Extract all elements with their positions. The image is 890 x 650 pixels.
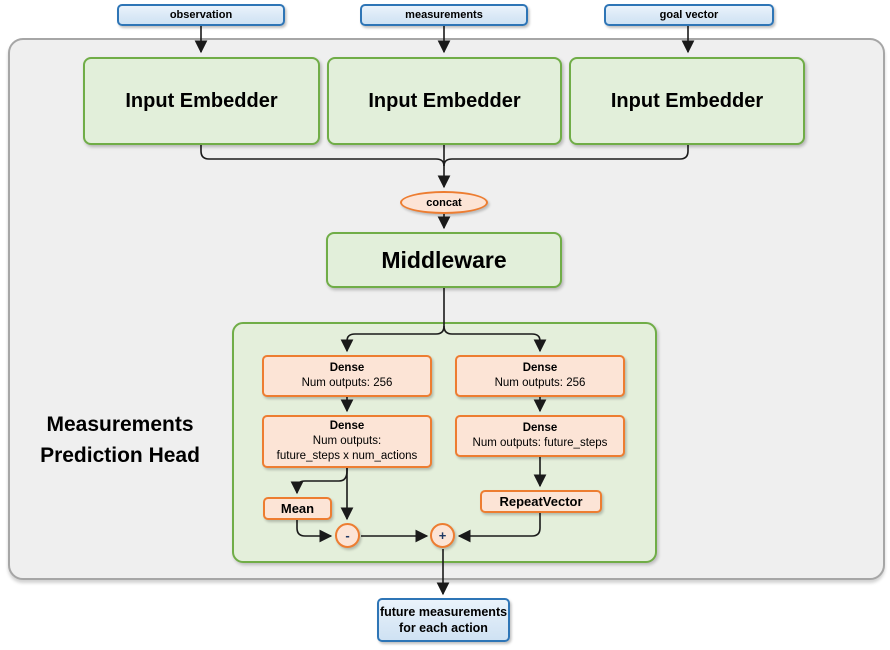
output-node-line2: for each action bbox=[399, 621, 488, 635]
concat-node: concat bbox=[400, 191, 488, 214]
concat-label: concat bbox=[426, 196, 462, 209]
dense-left-1-title: Dense bbox=[329, 362, 365, 374]
dense-left-1-subtitle: Num outputs: 256 bbox=[301, 377, 393, 389]
prediction-head-title-line2: Prediction Head bbox=[40, 444, 200, 467]
input-embedder-label-3: Input Embedder bbox=[610, 89, 764, 112]
input-node-goal-vector: goal vector bbox=[604, 4, 774, 26]
prediction-head-title-line1: Measurements bbox=[46, 413, 194, 436]
dense-node-right-2: Dense Num outputs: future_steps bbox=[455, 415, 625, 457]
repeat-vector-node: RepeatVector bbox=[480, 490, 602, 513]
dense-left-2-title: Dense bbox=[329, 420, 365, 432]
input-embedder-label-2: Input Embedder bbox=[368, 89, 521, 112]
input-embedder-node-3: Input Embedder bbox=[569, 57, 805, 145]
dense-left-2-subtitle2: future_steps x num_actions bbox=[276, 450, 418, 462]
input-embedder-node-2: Input Embedder bbox=[327, 57, 562, 145]
output-node: future measurements for each action bbox=[377, 598, 510, 642]
middleware-node: Middleware bbox=[326, 232, 562, 288]
dense-right-1-subtitle: Num outputs: 256 bbox=[494, 377, 586, 389]
input-embedder-label-1: Input Embedder bbox=[125, 89, 278, 112]
plus-operator-label: + bbox=[438, 528, 447, 543]
input-node-measurements: measurements bbox=[360, 4, 528, 26]
mean-node: Mean bbox=[263, 497, 332, 520]
dense-right-2-title: Dense bbox=[522, 422, 558, 434]
dense-left-2-subtitle1: Num outputs: bbox=[312, 435, 382, 447]
input-node-measurements-label: measurements bbox=[405, 8, 483, 21]
input-embedder-node-1: Input Embedder bbox=[83, 57, 320, 145]
minus-operator-label: - bbox=[345, 528, 350, 543]
minus-operator-node: - bbox=[335, 523, 360, 548]
dense-node-right-1: Dense Num outputs: 256 bbox=[455, 355, 625, 397]
middleware-label: Middleware bbox=[381, 246, 507, 273]
input-node-observation: observation bbox=[117, 4, 285, 26]
dense-right-1-title: Dense bbox=[522, 362, 558, 374]
prediction-head-title: Measurements Prediction Head bbox=[18, 409, 222, 471]
plus-operator-node: + bbox=[430, 523, 455, 548]
dense-node-left-2: Dense Num outputs: future_steps x num_ac… bbox=[262, 415, 432, 468]
repeat-vector-label: RepeatVector bbox=[499, 494, 583, 509]
input-node-goal-vector-label: goal vector bbox=[659, 8, 719, 21]
dense-node-left-1: Dense Num outputs: 256 bbox=[262, 355, 432, 397]
dense-right-2-subtitle: Num outputs: future_steps bbox=[472, 437, 608, 449]
input-node-observation-label: observation bbox=[169, 8, 233, 21]
output-node-line1: future measurements bbox=[379, 605, 508, 619]
mean-label: Mean bbox=[280, 501, 315, 516]
